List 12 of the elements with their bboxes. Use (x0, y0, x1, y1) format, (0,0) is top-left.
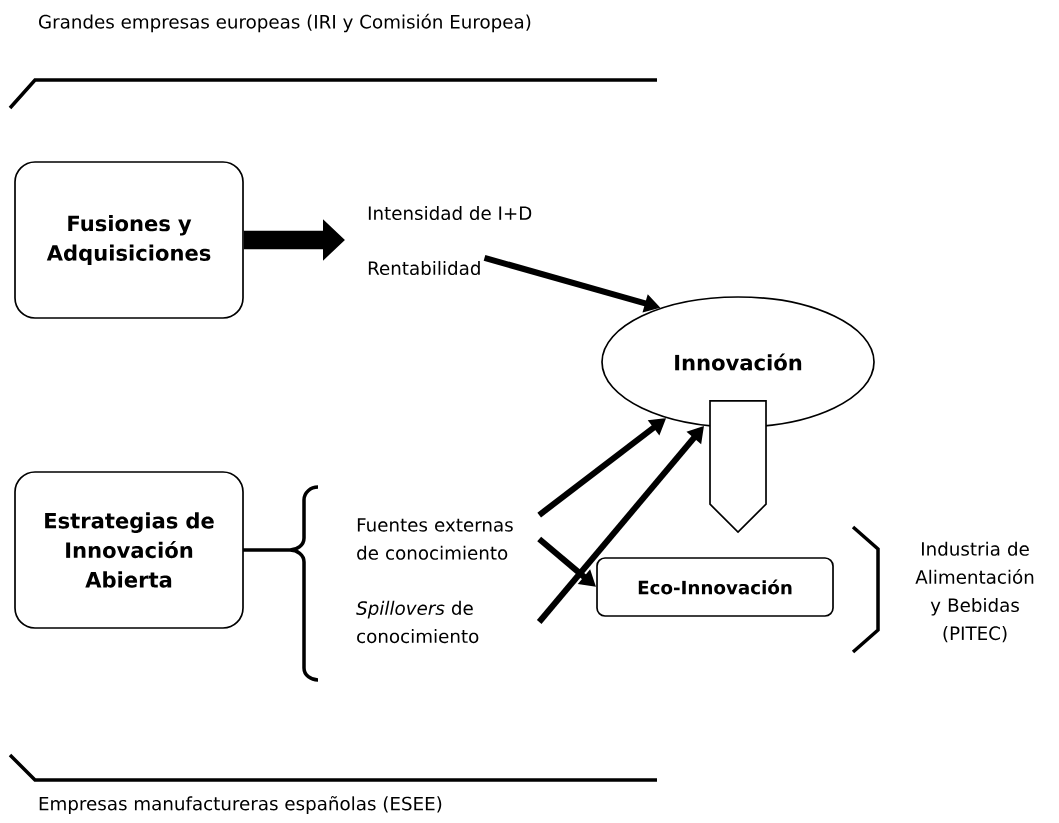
process-box: Estrategias de Innovación Abierta (14, 471, 244, 629)
text-label: Fuentes externas de conocimiento (357, 518, 513, 560)
process-box: Eco-Innovación (596, 557, 834, 617)
text-label: Intensidad de I+D (368, 205, 532, 221)
process-box: Fusiones y Adquisiciones (14, 161, 244, 319)
arrow (537, 536, 596, 587)
text-label: Industria de Alimentación y Bebidas (PITEC) (915, 541, 1034, 643)
text-label: Rentabilidad (368, 260, 480, 276)
text-label: Spillovers de conocimiento (356, 600, 479, 644)
heading-text: Empresas manufactureras españolas (ESEE) (39, 796, 442, 814)
heading-text: Grandes empresas europeas (IRI y Comisión Europea) (39, 13, 531, 33)
block-arrow (709, 400, 767, 534)
